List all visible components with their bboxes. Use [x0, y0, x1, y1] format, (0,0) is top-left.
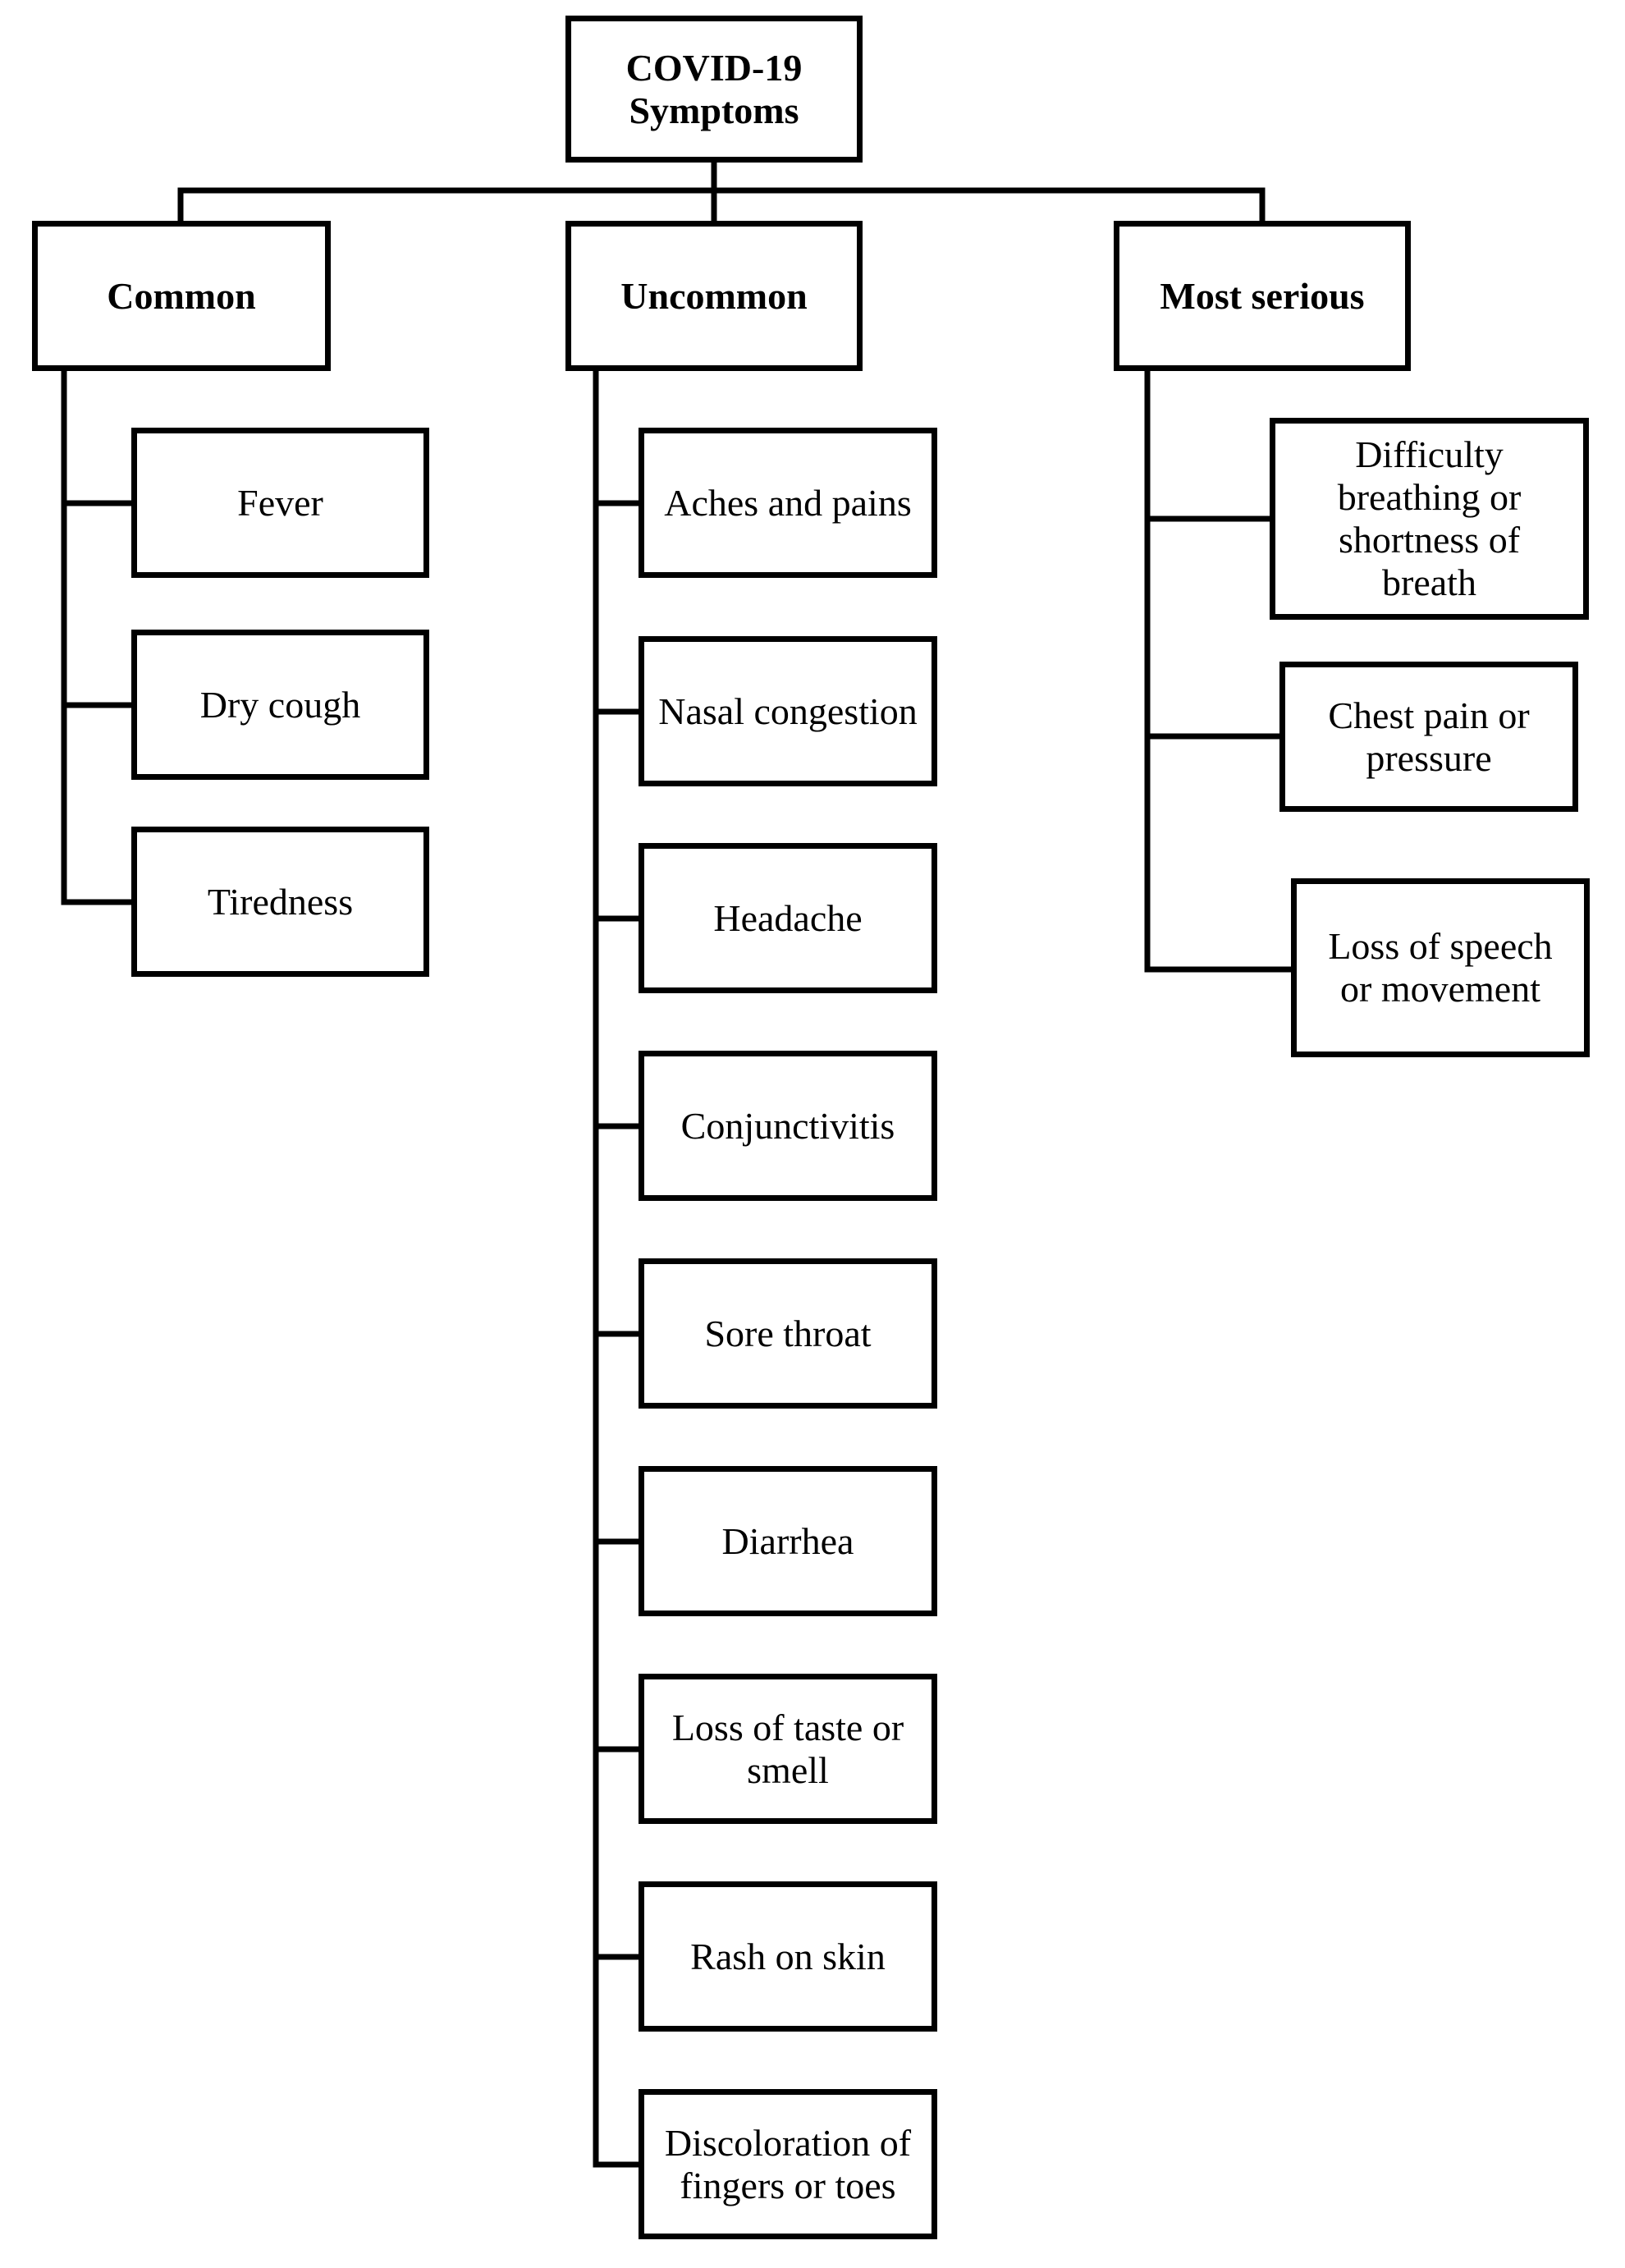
- symptom-label: pressure: [1366, 736, 1492, 779]
- symptom-node: Sore throat: [639, 1258, 937, 1409]
- symptom-label: breathing or: [1337, 476, 1522, 518]
- category-label: Common: [107, 274, 256, 317]
- symptom-label: shortness of: [1338, 519, 1521, 561]
- symptom-label: Chest pain or: [1328, 694, 1530, 736]
- root-label-line: Symptoms: [629, 89, 799, 131]
- category-node-most-serious: Most serious: [1114, 221, 1411, 371]
- symptom-label: Loss of taste or: [671, 1706, 904, 1748]
- root-label-line: COVID-19: [625, 46, 803, 89]
- category-label: Uncommon: [620, 274, 808, 317]
- symptom-label: or movement: [1340, 968, 1540, 1010]
- symptom-label: Tiredness: [207, 880, 354, 923]
- symptom-label: Loss of speech: [1328, 925, 1553, 967]
- symptom-label: Discoloration of: [664, 2121, 912, 2164]
- symptom-node: Difficulty breathing or shortness of bre…: [1270, 418, 1589, 620]
- symptom-label: smell: [747, 1748, 829, 1791]
- symptom-node: Headache: [639, 843, 937, 993]
- symptom-node: Dry cough: [131, 630, 429, 780]
- category-label: Most serious: [1160, 274, 1365, 317]
- symptom-label: Diarrhea: [721, 1519, 854, 1562]
- root-node: COVID-19 Symptoms: [565, 16, 863, 163]
- symptom-node: Tiredness: [131, 827, 429, 977]
- symptom-node: Fever: [131, 428, 429, 578]
- symptom-node: Loss of speech or movement: [1291, 878, 1590, 1057]
- symptom-label: fingers or toes: [680, 2164, 896, 2206]
- symptom-node: Nasal congestion: [639, 636, 937, 786]
- category-node-common: Common: [32, 221, 331, 371]
- symptom-label: Sore throat: [704, 1312, 872, 1354]
- symptom-node: Diarrhea: [639, 1466, 937, 1616]
- symptom-node: Loss of taste or smell: [639, 1674, 937, 1824]
- symptom-label: Nasal congestion: [658, 690, 918, 732]
- symptom-node: Rash on skin: [639, 1881, 937, 2032]
- symptom-label: Conjunctivitis: [680, 1104, 895, 1147]
- symptom-label: Rash on skin: [690, 1935, 886, 1977]
- symptom-node: Chest pain or pressure: [1279, 662, 1578, 812]
- symptom-label: Dry cough: [199, 683, 361, 726]
- symptom-label: Headache: [713, 896, 863, 939]
- category-node-uncommon: Uncommon: [565, 221, 863, 371]
- symptom-label: Difficulty: [1355, 433, 1504, 475]
- symptom-node: Aches and pains: [639, 428, 937, 578]
- symptom-label: Fever: [237, 481, 323, 524]
- symptom-label: breath: [1382, 561, 1476, 603]
- symptom-node: Discoloration of fingers or toes: [639, 2089, 937, 2239]
- symptom-node: Conjunctivitis: [639, 1051, 937, 1201]
- symptom-label: Aches and pains: [664, 481, 912, 524]
